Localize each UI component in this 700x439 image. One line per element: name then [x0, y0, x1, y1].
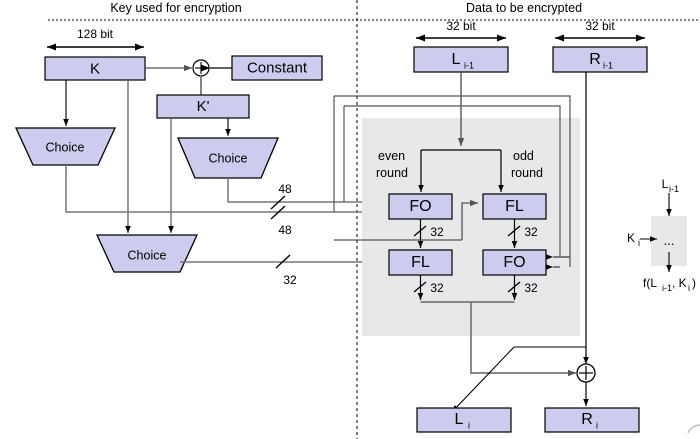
xor-data-side [576, 363, 596, 383]
legend-body-label: ... [664, 233, 675, 248]
wire-choice1-to-fo-top [65, 165, 381, 216]
block-r-input[interactable]: R i-1 [552, 46, 648, 73]
block-l-input[interactable]: L i-1 [413, 46, 509, 73]
legend-key-subscript: i [638, 238, 640, 248]
block-k-prime[interactable]: K' [156, 94, 250, 119]
block-k-prime-label: K' [197, 98, 210, 115]
block-l-input-label: L [452, 51, 461, 68]
block-fo-bottom[interactable]: FO [482, 249, 547, 276]
label-even-round-line1: even [378, 149, 405, 163]
legend-input-subscript: i-1 [669, 184, 679, 194]
bus-marker-48-a: 48 [270, 182, 292, 210]
block-constant-label: Constant [247, 59, 308, 76]
bus-marker-fl-top-out: 32 [507, 225, 538, 239]
wire-choice2-to-fo-top [227, 178, 381, 206]
block-r-output-subscript: i [596, 420, 598, 430]
block-choice-3-label: Choice [128, 248, 167, 262]
block-choice-3[interactable]: Choice [95, 234, 199, 273]
dim-128-bit: 128 bit [47, 27, 144, 51]
bus-marker-fo-bottom-out: 32 [507, 281, 538, 295]
wire-merge-to-xor [420, 301, 577, 373]
title-key-side: Key used for encryption [110, 1, 241, 15]
label-even-round-line2: round [376, 166, 408, 180]
block-choice-2[interactable]: Choice [177, 137, 279, 179]
block-choice-2-label: Choice [209, 151, 248, 165]
bus-label-fl-bottom-out: 32 [430, 281, 444, 295]
block-fl-top[interactable]: FL [482, 193, 547, 220]
bus-marker-48-b: 48 [270, 205, 292, 237]
legend-output-subscript-1: i-1 [662, 283, 672, 293]
block-l-output-label: L [455, 411, 464, 428]
block-fo-top-label: FO [409, 198, 431, 215]
title-data-side: Data to be encrypted [466, 1, 582, 15]
bus-label-fo-bottom-out: 32 [524, 281, 538, 295]
feedback-rail-inner [344, 105, 561, 257]
bus-marker-fo-top-out: 32 [413, 225, 444, 239]
block-l-output-subscript: i [468, 420, 470, 430]
dim-32-bit-right-label: 32 bit [585, 19, 615, 33]
dim-32-bit-left-label: 32 bit [446, 19, 476, 33]
bus-label-fo-top-out: 32 [430, 225, 444, 239]
legend-key-label: K [627, 231, 635, 245]
block-choice-1-label: Choice [46, 140, 85, 154]
wire-key-to-fl-top [461, 199, 478, 240]
bus-label-48-a: 48 [278, 182, 292, 196]
block-l-input-subscript: i-1 [464, 60, 474, 70]
dim-32-bit-left: 32 bit [416, 19, 506, 42]
bus-label-32-key: 32 [283, 273, 297, 287]
legend-output-mid: , K [672, 276, 687, 290]
legend-output-prefix: f(L [643, 276, 657, 290]
round-function-panel [362, 118, 580, 336]
block-fo-top[interactable]: FO [388, 193, 453, 220]
block-r-input-subscript: i-1 [603, 60, 613, 70]
block-fl-bottom[interactable]: FL [388, 249, 453, 276]
label-odd-round-line2: round [511, 166, 543, 180]
block-fo-bottom-label: FO [503, 254, 525, 271]
dim-128-bit-label: 128 bit [77, 27, 114, 41]
corner-arc-decoration [687, 424, 700, 434]
block-k-label: K [90, 60, 100, 77]
block-k[interactable]: K [44, 56, 146, 81]
legend-inset: L i-1 ... K i f(L i-1 , K i ) [627, 177, 696, 293]
block-constant[interactable]: Constant [231, 55, 323, 81]
bus-label-fl-top-out: 32 [524, 225, 538, 239]
block-r-output-label: R [581, 411, 593, 428]
label-odd-round-line1: odd [513, 149, 534, 163]
block-r-input-label: R [589, 51, 601, 68]
dim-32-bit-right: 32 bit [555, 19, 645, 42]
block-r-output[interactable]: R i [544, 407, 640, 433]
bus-marker-fl-bottom-out: 32 [413, 281, 444, 295]
block-fl-top-label: FL [505, 198, 524, 215]
block-choice-1[interactable]: Choice [14, 127, 117, 166]
legend-input-label: L [662, 177, 669, 191]
bus-marker-32-key: 32 [275, 254, 297, 287]
legend-output-suffix: ) [692, 276, 696, 290]
feedback-rail-outer [334, 95, 571, 267]
legend-output-subscript-2: i [688, 283, 690, 293]
bus-label-48-b: 48 [278, 223, 292, 237]
wire-r-to-l-output [451, 346, 586, 413]
xor-key-side [192, 59, 210, 77]
block-fl-bottom-label: FL [411, 254, 430, 271]
block-l-output[interactable]: L i [416, 407, 512, 433]
